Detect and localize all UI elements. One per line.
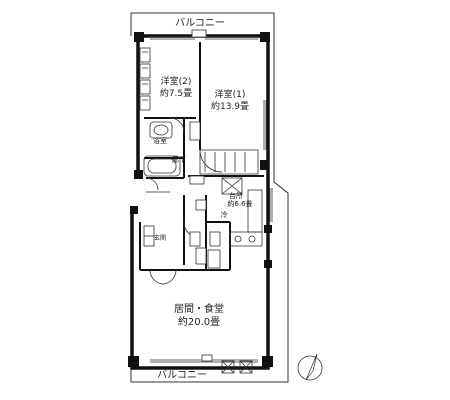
western-room-2-name: 洋室(2) <box>161 75 192 87</box>
kitchen-counter <box>221 177 263 233</box>
living-dining-name: 居間・食堂 <box>174 302 224 315</box>
balcony-outline <box>130 12 289 383</box>
stove-icon <box>229 231 263 247</box>
kitchen-name: 台所 <box>229 191 243 200</box>
entrance-label: 玄関 <box>154 234 166 242</box>
fridge-label: 冷 <box>221 210 228 219</box>
balcony-label-top: バルコニー <box>175 17 225 29</box>
structural-columns <box>128 32 273 367</box>
balcony-door-top <box>191 29 207 38</box>
north-arrow-icon <box>297 353 323 381</box>
balcony-door-bottom <box>201 354 213 362</box>
balcony-label-bottom: バルコニー <box>157 369 207 381</box>
bath-label: 浴室 <box>153 136 167 145</box>
closet-western-room-1 <box>189 121 259 175</box>
living-dining-area: 約20.0畳 <box>178 315 220 328</box>
bathtub-icon <box>143 155 181 177</box>
western-room-1-area: 約13.9畳 <box>211 100 249 112</box>
hallway-label: 廊下 <box>172 155 186 164</box>
interior-walls <box>139 42 264 271</box>
bath-door <box>169 117 185 133</box>
western-room-1-name: 洋室(1) <box>215 88 246 100</box>
western-room-2-area: 約7.5畳 <box>160 87 192 99</box>
kitchen-area: 約6.6畳 <box>227 199 252 208</box>
hallway-fixtures <box>189 175 221 269</box>
air-vent-icon <box>221 360 253 374</box>
sink-icon <box>149 121 173 139</box>
closet-western-room-2 <box>139 47 151 111</box>
entrance-storage <box>143 225 155 247</box>
